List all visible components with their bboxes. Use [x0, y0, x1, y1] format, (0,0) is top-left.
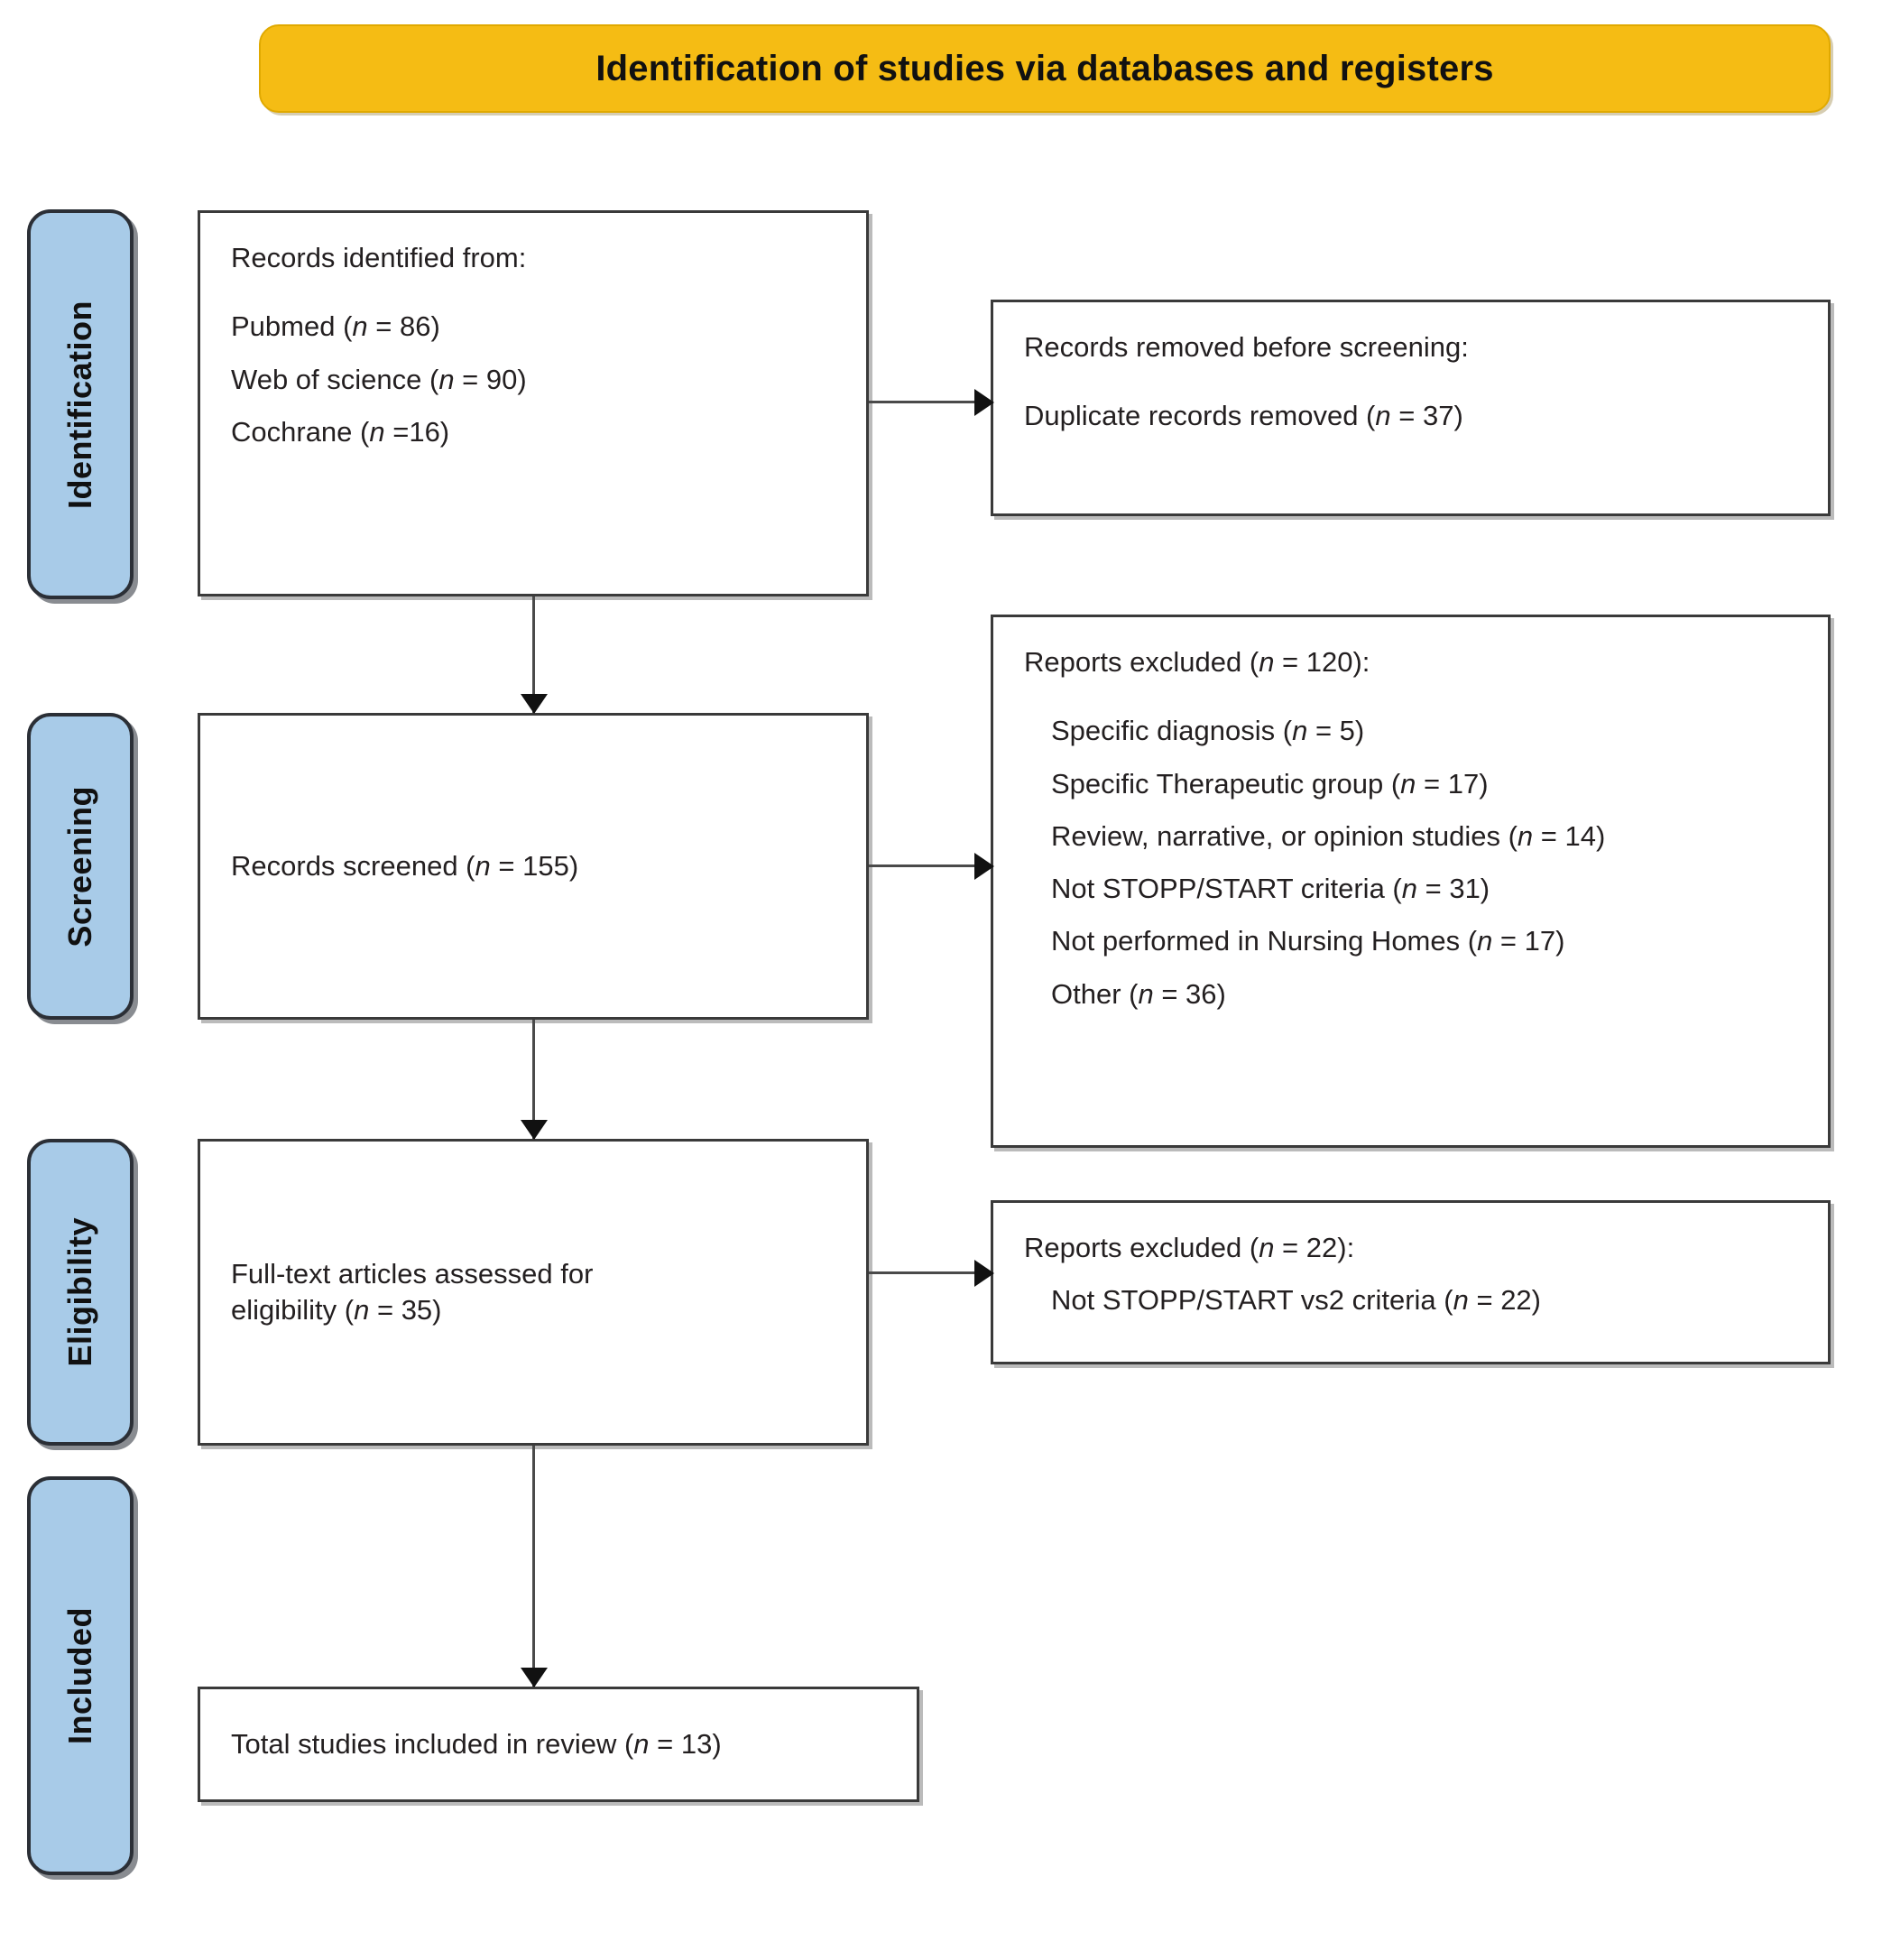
stage-label-identification-text: Identification: [61, 300, 98, 509]
box-fulltext-assessed: Full-text articles assessed for eligibil…: [198, 1139, 869, 1446]
list-item: Cochrane (n =16): [231, 415, 450, 448]
list-item: Duplicate records removed (n = 37): [1024, 400, 1463, 432]
box-heading: Full-text articles assessed for: [231, 1257, 594, 1290]
stage-label-included-text: Included: [61, 1606, 98, 1744]
box-reports-excluded-screening: Reports excluded (n = 120): Specific dia…: [991, 615, 1831, 1148]
list-item: Other (n = 36): [1051, 977, 1226, 1010]
list-item: Specific diagnosis (n = 5): [1051, 715, 1365, 747]
box-heading: Records identified from:: [231, 242, 527, 273]
stage-label-included: Included: [27, 1476, 134, 1875]
list-item: Not performed in Nursing Homes (n = 17): [1051, 925, 1565, 957]
list-item: Pubmed (n = 86): [231, 310, 440, 343]
arrow-fulltext-to-included: [532, 1446, 535, 1687]
box-records-removed: Records removed before screening: Duplic…: [991, 300, 1831, 516]
box-heading-line2: eligibility (n = 35): [231, 1294, 442, 1326]
box-total-included: Total studies included in review (n = 13…: [198, 1687, 919, 1802]
arrow-fulltext-to-excluded: [869, 1271, 992, 1274]
box-heading: Records removed before screening:: [1024, 331, 1469, 363]
arrow-identified-to-removed: [869, 401, 992, 403]
diagram-header-banner: Identification of studies via databases …: [259, 24, 1831, 113]
diagram-title: Identification of studies via databases …: [595, 48, 1494, 88]
list-item: Not STOPP/START vs2 criteria (n = 22): [1051, 1284, 1541, 1317]
box-records-identified: Records identified from: Pubmed (n = 86)…: [198, 210, 869, 596]
box-heading: Reports excluded (n = 120):: [1024, 646, 1370, 678]
list-item: Web of science (n = 90): [231, 363, 527, 395]
box-heading: Total studies included in review (n = 13…: [231, 1727, 722, 1760]
stage-label-screening-text: Screening: [61, 785, 98, 948]
arrow-identified-to-screened: [532, 596, 535, 713]
box-reports-excluded-eligibility: Reports excluded (n = 22): Not STOPP/STA…: [991, 1200, 1831, 1364]
arrow-screened-to-excluded: [869, 864, 992, 867]
box-records-screened: Records screened (n = 155): [198, 713, 869, 1020]
list-item: Review, narrative, or opinion studies (n…: [1051, 819, 1606, 852]
stage-label-eligibility-text: Eligibility: [61, 1217, 98, 1367]
arrow-screened-to-fulltext: [532, 1020, 535, 1139]
box-heading: Records screened (n = 155): [231, 849, 579, 882]
stage-label-screening: Screening: [27, 713, 134, 1020]
stage-label-eligibility: Eligibility: [27, 1139, 134, 1446]
box-heading: Reports excluded (n = 22):: [1024, 1232, 1355, 1263]
list-item: Not STOPP/START criteria (n = 31): [1051, 873, 1490, 905]
stage-label-identification: Identification: [27, 209, 134, 599]
list-item: Specific Therapeutic group (n = 17): [1051, 767, 1489, 800]
